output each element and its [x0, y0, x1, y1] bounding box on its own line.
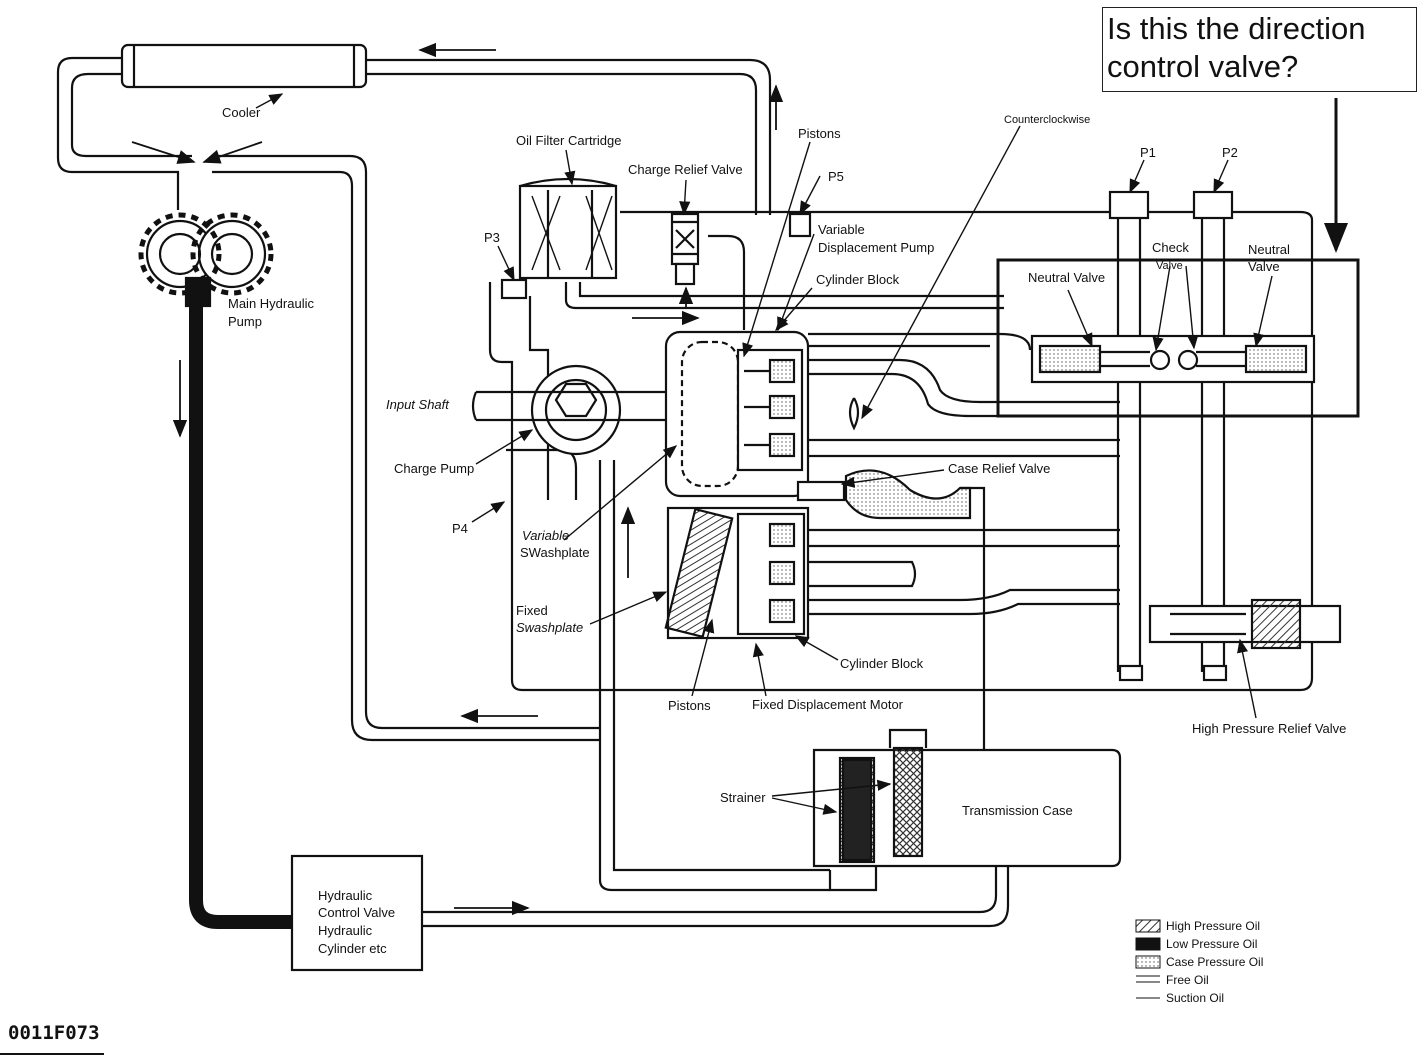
legend-low-pressure: Low Pressure Oil: [1166, 937, 1258, 951]
charge-relief-valve: [670, 212, 746, 330]
figure-id: 0011F073: [8, 1022, 100, 1044]
label-check-valve-1: Check: [1152, 240, 1189, 255]
label-variable-swashplate-2: SWashplate: [520, 545, 590, 560]
label-counterclockwise: Counterclockwise: [1004, 114, 1091, 126]
legend-swatches: [1135, 919, 1161, 999]
label-transmission-case: Transmission Case: [962, 803, 1073, 818]
legend-free-oil: Free Oil: [1166, 973, 1209, 987]
p1-port: [1108, 190, 1150, 220]
label-hydraulic-control-1: Hydraulic: [318, 888, 373, 903]
hydraulic-control-valve-box: [290, 854, 424, 972]
p5-port: [788, 212, 812, 238]
label-neutral-valve-left: Neutral Valve: [1028, 270, 1106, 285]
label-main-hydraulic-pump-2: Pump: [228, 314, 262, 329]
label-variable-displacement-pump-2: Displacement Pump: [818, 240, 935, 255]
label-cylinder-block-bottom: Cylinder Block: [840, 656, 924, 671]
p3-port: [500, 278, 528, 300]
question-annotation-box: Is this the direction control valve?: [1102, 7, 1417, 92]
label-p3: P3: [484, 230, 500, 245]
label-cooler: Cooler: [222, 105, 261, 120]
label-p2: P2: [1222, 145, 1238, 160]
case-relief-valve: [796, 469, 986, 760]
label-neutral-valve-right-1: Neutral: [1248, 242, 1290, 257]
label-check-valve-2: Valve: [1156, 260, 1183, 272]
label-cylinder-block-top: Cylinder Block: [816, 272, 900, 287]
label-pistons-bottom: Pistons: [668, 698, 711, 713]
label-p5: P5: [828, 169, 844, 184]
label-input-shaft: Input Shaft: [386, 397, 449, 412]
direction-control-highlight-box: [996, 258, 1360, 418]
label-hydraulic-control-4: Cylinder etc: [318, 941, 387, 956]
oil-filter-cartridge: [518, 177, 618, 280]
neutral-valve-assembly: [1030, 334, 1316, 384]
label-fixed-swashplate-1: Fixed: [516, 603, 548, 618]
label-pistons-top: Pistons: [798, 126, 841, 141]
main-hydraulic-pump-gears: [138, 212, 274, 296]
leader-lines: [255, 93, 1348, 815]
charge-pump: [530, 364, 622, 456]
legend-suction-oil: Suction Oil: [1166, 991, 1225, 1005]
strainer-light: [892, 746, 924, 858]
label-variable-swashplate-1: Variable: [522, 528, 570, 543]
p2-port: [1192, 190, 1234, 220]
variable-displacement-pump: [664, 330, 810, 498]
transmission-case: [812, 748, 1122, 868]
label-p1: P1: [1140, 145, 1156, 160]
label-hydraulic-control-2: Control Valve: [318, 905, 396, 920]
legend-high-pressure: High Pressure Oil: [1166, 919, 1261, 933]
label-oil-filter: Oil Filter Cartridge: [516, 133, 622, 148]
label-fixed-displacement-motor: Fixed Displacement Motor: [752, 697, 903, 712]
label-main-hydraulic-pump-1: Main Hydraulic: [228, 296, 314, 311]
question-line-2: control valve?: [1107, 49, 1299, 84]
legend-case-pressure: Case Pressure Oil: [1166, 955, 1264, 969]
label-variable-displacement-pump-1: Variable: [818, 222, 865, 237]
question-line-1: Is this the direction: [1107, 11, 1366, 46]
label-charge-pump: Charge Pump: [394, 461, 475, 476]
fixed-displacement-motor: [664, 506, 810, 640]
label-neutral-valve-right-2: Valve: [1248, 259, 1280, 274]
input-shaft: [471, 390, 668, 422]
cooler: [120, 43, 368, 89]
label-strainer: Strainer: [720, 790, 766, 805]
label-charge-relief-valve: Charge Relief Valve: [628, 162, 743, 177]
label-case-relief-valve: Case Relief Valve: [948, 461, 1051, 476]
label-fixed-swashplate-2: Swashplate: [516, 620, 584, 635]
flow-arrows: [131, 42, 784, 916]
label-hydraulic-control-3: Hydraulic: [318, 923, 373, 938]
label-p4: P4: [452, 521, 468, 536]
high-pressure-relief-valve: [1148, 598, 1342, 650]
label-high-pressure-relief-valve: High Pressure Relief Valve: [1192, 721, 1347, 736]
